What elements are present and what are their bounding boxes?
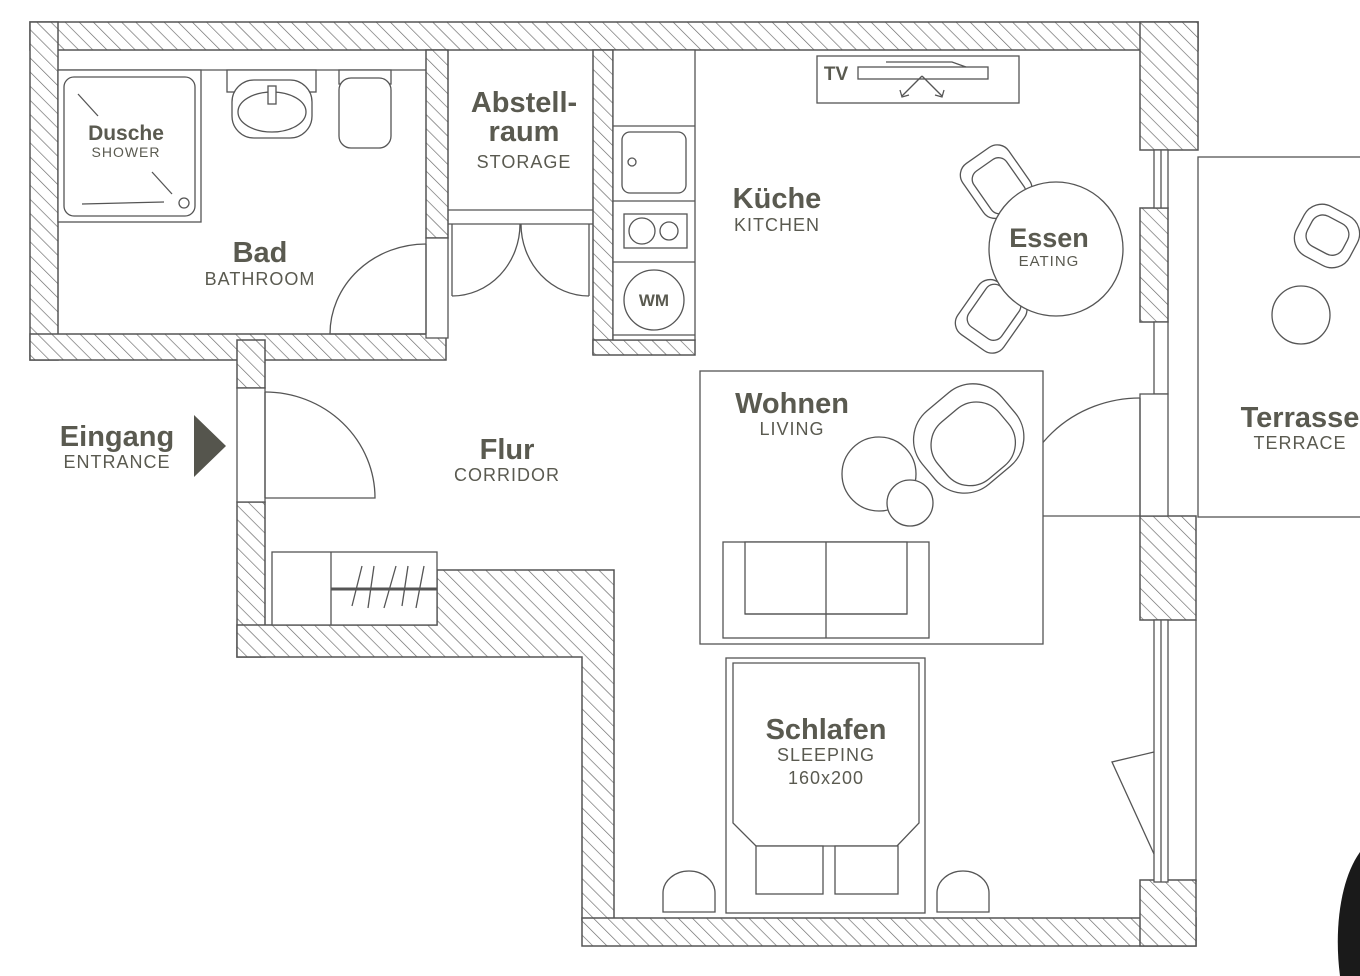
terrace-chair [1293, 203, 1360, 269]
wall-kitchen-base [592, 339, 696, 356]
storage-label-2: raum [489, 116, 560, 148]
kitchen-label-en: KITCHEN [734, 215, 820, 235]
wall-right-top [1139, 21, 1199, 151]
wall-left [29, 21, 59, 361]
corner-graphic [1337, 852, 1360, 976]
bathroom-door[interactable] [329, 237, 449, 339]
shower-tray [57, 69, 202, 223]
terrace-door[interactable] [1015, 393, 1169, 517]
terrace-table [1271, 285, 1331, 345]
bed-size-label: 160x200 [788, 768, 864, 788]
walls [29, 21, 1199, 947]
wardrobe [271, 551, 438, 626]
shower-label: Dusche [88, 122, 164, 145]
wall-entrance-upper [236, 339, 266, 389]
wall-top [29, 21, 1199, 51]
bathroom-label-en: BATHROOM [205, 269, 316, 289]
dining-set [954, 144, 1124, 354]
entrance-arrow-icon [194, 415, 226, 477]
tv-unit [816, 55, 1020, 104]
toilet [338, 69, 392, 149]
storage-label-en: STORAGE [477, 152, 572, 172]
wall-bath-storage [425, 49, 449, 239]
nightstand-left [662, 870, 716, 913]
window-sash [1111, 751, 1155, 855]
armchair [912, 383, 1025, 494]
washer-label: WM [639, 291, 669, 310]
sink [226, 69, 317, 139]
kitchen-label: Küche [733, 183, 822, 215]
shower-label-en: SHOWER [92, 144, 161, 160]
kitchen-counter [612, 49, 696, 341]
nightstand-right [936, 870, 990, 913]
sleeping-label-en: SLEEPING [777, 745, 875, 765]
living-label-en: LIVING [759, 419, 824, 439]
terrace-label: Terrasse [1241, 402, 1360, 434]
sleeping-label: Schlafen [766, 714, 887, 746]
labels: Dusche SHOWER Bad BATHROOM Abstell- raum… [60, 64, 1360, 788]
entrance-label: Eingang [60, 421, 174, 453]
corridor-label-en: CORRIDOR [454, 465, 560, 485]
tv-label: TV [824, 64, 849, 85]
terrace-label-en: TERRACE [1253, 433, 1346, 453]
bathroom-label: Bad [233, 237, 288, 269]
entrance-door[interactable] [236, 387, 376, 503]
wall-right-lower [1139, 515, 1197, 621]
wall-bottom [581, 917, 1197, 947]
sofa [722, 541, 930, 639]
room-outlines [58, 69, 1197, 883]
dining-table [988, 181, 1124, 317]
eating-label: Essen [1009, 223, 1089, 253]
kitchen-sink [621, 131, 687, 194]
bed [725, 657, 926, 914]
terrace-area [1197, 156, 1360, 518]
wall-storage-kitchen [592, 49, 614, 355]
window-2 [1153, 321, 1169, 395]
corridor-label: Flur [480, 434, 535, 466]
side-table-small [886, 479, 934, 527]
storage-doors[interactable] [451, 223, 590, 297]
washing-machine [623, 269, 685, 331]
wall-right-mid [1139, 207, 1169, 323]
eating-label-en: EATING [1019, 253, 1080, 270]
living-label: Wohnen [735, 388, 849, 420]
entrance-label-en: ENTRANCE [63, 452, 170, 472]
wall-right-bottom [1139, 879, 1197, 947]
storage-label-1: Abstell- [471, 87, 577, 119]
